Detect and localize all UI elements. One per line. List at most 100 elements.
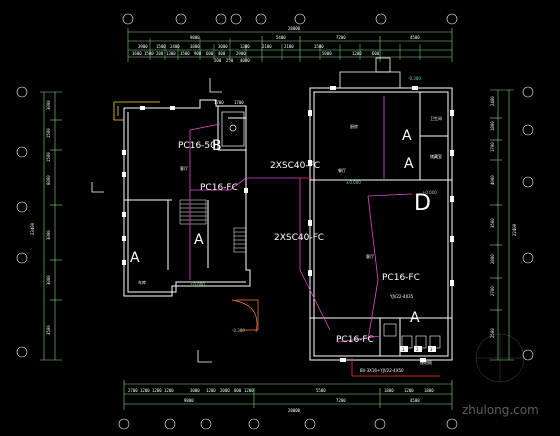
- mark-large: D: [414, 191, 431, 216]
- dim-label: 1700: [234, 100, 244, 105]
- dim-label: 1600: [132, 51, 142, 56]
- left-dimensions: [40, 91, 62, 361]
- dim-label: 1800: [424, 388, 434, 393]
- badge: 1: [402, 347, 405, 352]
- dim-bottom-right-b: 4500: [410, 398, 420, 403]
- bottom-row-labels: 2700 1200 1200 1200 3000 1200 2000 800 1…: [128, 388, 434, 393]
- mark: A: [410, 310, 420, 326]
- top-dim-ticks: [149, 38, 421, 60]
- label-pc16-50: PC16-50: [178, 141, 216, 151]
- dim-label: 8000: [46, 175, 51, 185]
- watermark: zhulong.com: [462, 333, 539, 417]
- dim-label: 1200: [152, 388, 162, 393]
- mark: A: [404, 156, 414, 172]
- dim-bottom-overall: 28000: [288, 408, 301, 413]
- dim-label: 2900: [236, 51, 246, 56]
- dim-label: 1300: [166, 51, 176, 56]
- dim-label: 2100: [284, 44, 294, 49]
- dim-label: 250: [226, 58, 234, 63]
- dim-left-total: 23400: [30, 222, 35, 235]
- dim-top-left-total: 9800: [190, 35, 200, 40]
- left-upper-box: [221, 111, 245, 147]
- room-label-living-left: 客厅: [180, 165, 188, 171]
- note-ground: 接地极: [420, 359, 432, 365]
- dim-top-mid-total: 5400: [276, 35, 286, 40]
- dim-bottom-right-a: 7200: [336, 398, 346, 403]
- dim-label: 600: [372, 51, 380, 56]
- dim-label: 3000: [190, 388, 200, 393]
- dim-label: 1700: [490, 142, 495, 152]
- dim-label: 2800: [490, 254, 495, 264]
- left-terrace: [231, 299, 259, 333]
- room-label-store: 储藏室: [430, 153, 442, 159]
- room-label-garage: 车库: [138, 279, 146, 285]
- axis-bubbles-top: [122, 13, 458, 25]
- left-balcony: [113, 101, 160, 121]
- bath-fixtures: [383, 323, 441, 349]
- label-pc16-fc-right: PC16-FC: [382, 273, 420, 283]
- badge: 3: [430, 347, 433, 352]
- dim-label: 3000: [46, 100, 51, 110]
- dim-right-total: 22400: [512, 223, 517, 236]
- dim-label: 1200: [164, 388, 174, 393]
- dim-label: 2700: [128, 388, 138, 393]
- label-pc16-fc-bottom: PC16-FC: [336, 335, 374, 345]
- dim-label: 1500: [156, 44, 166, 49]
- dim-label: 3800: [190, 44, 200, 49]
- mark: B: [212, 138, 222, 154]
- dim-label: 1500: [46, 128, 51, 138]
- dim-label: 5500: [316, 388, 326, 393]
- equipment-badges: 1 2 3: [400, 346, 436, 352]
- room-label-living-right: 客厅: [366, 253, 374, 259]
- dim-label: 1200: [404, 388, 414, 393]
- dim-label: 1500: [46, 152, 51, 162]
- dim-label: 3900: [138, 44, 148, 49]
- mark: A: [402, 128, 412, 144]
- dim-bottom-left: 9800: [184, 398, 194, 403]
- level-tags: ±0.000 ±0.000 -0.300 -0.300 ±0.000: [190, 76, 437, 333]
- dim-label: 400: [218, 51, 226, 56]
- dim-label: 200: [156, 51, 164, 56]
- dim-label: 5000: [322, 51, 332, 56]
- dim-label: 3000: [218, 44, 228, 49]
- bottom-dimensions: [123, 380, 453, 410]
- level-tag: ±0.000: [190, 282, 205, 287]
- dim-label: 800: [234, 388, 242, 393]
- label-pc16-fc-left: PC16-FC: [200, 183, 238, 193]
- room-label-dining: 餐厅: [338, 167, 346, 173]
- dim-top-right-b: 4500: [410, 35, 420, 40]
- note-cable-b: BV-3X16+YJV22-4X50: [360, 368, 404, 373]
- dim-top-right-a: 7200: [336, 35, 346, 40]
- room-label-kitchen: 厨房: [350, 123, 358, 129]
- axis-bubbles-left: [16, 86, 28, 358]
- level-tag: ±0.000: [346, 180, 361, 185]
- dim-label: 1800: [384, 388, 394, 393]
- dim-label: 200: [214, 58, 222, 63]
- left-building: [123, 99, 251, 297]
- axis-bubbles-right: [522, 86, 534, 361]
- dim-label: 4000: [240, 58, 250, 63]
- dim-label: 1200: [206, 388, 216, 393]
- wiring-red: [300, 177, 440, 377]
- right-top-porch: [339, 57, 401, 89]
- dim-label: 1500: [180, 51, 190, 56]
- label-2xsc40-fc-a: 2XSC40-FC: [270, 161, 320, 171]
- right-dimensions: [490, 89, 514, 361]
- watermark-text: zhulong.com: [462, 403, 539, 417]
- top-row2-labels: 3900 1500 2400 3800 3000 1300 2100 2100 …: [138, 44, 324, 49]
- dim-label: 3500: [490, 218, 495, 228]
- wiring-magenta: [189, 96, 413, 343]
- level-tag: -0.300: [408, 76, 421, 81]
- dim-label: 2500: [490, 328, 495, 338]
- dim-top-overall: 28000: [288, 26, 301, 31]
- stair-left: [179, 199, 247, 253]
- dim-label: 3500: [46, 325, 51, 335]
- dim-label: 3000: [46, 275, 51, 285]
- right-windows: [308, 86, 454, 362]
- dim-label: 1200: [140, 388, 150, 393]
- dim-label: 1200: [352, 51, 362, 56]
- room-label-bath: 卫生间: [430, 115, 442, 121]
- dim-label: 2400: [170, 44, 180, 49]
- dim-label: 2000: [220, 388, 230, 393]
